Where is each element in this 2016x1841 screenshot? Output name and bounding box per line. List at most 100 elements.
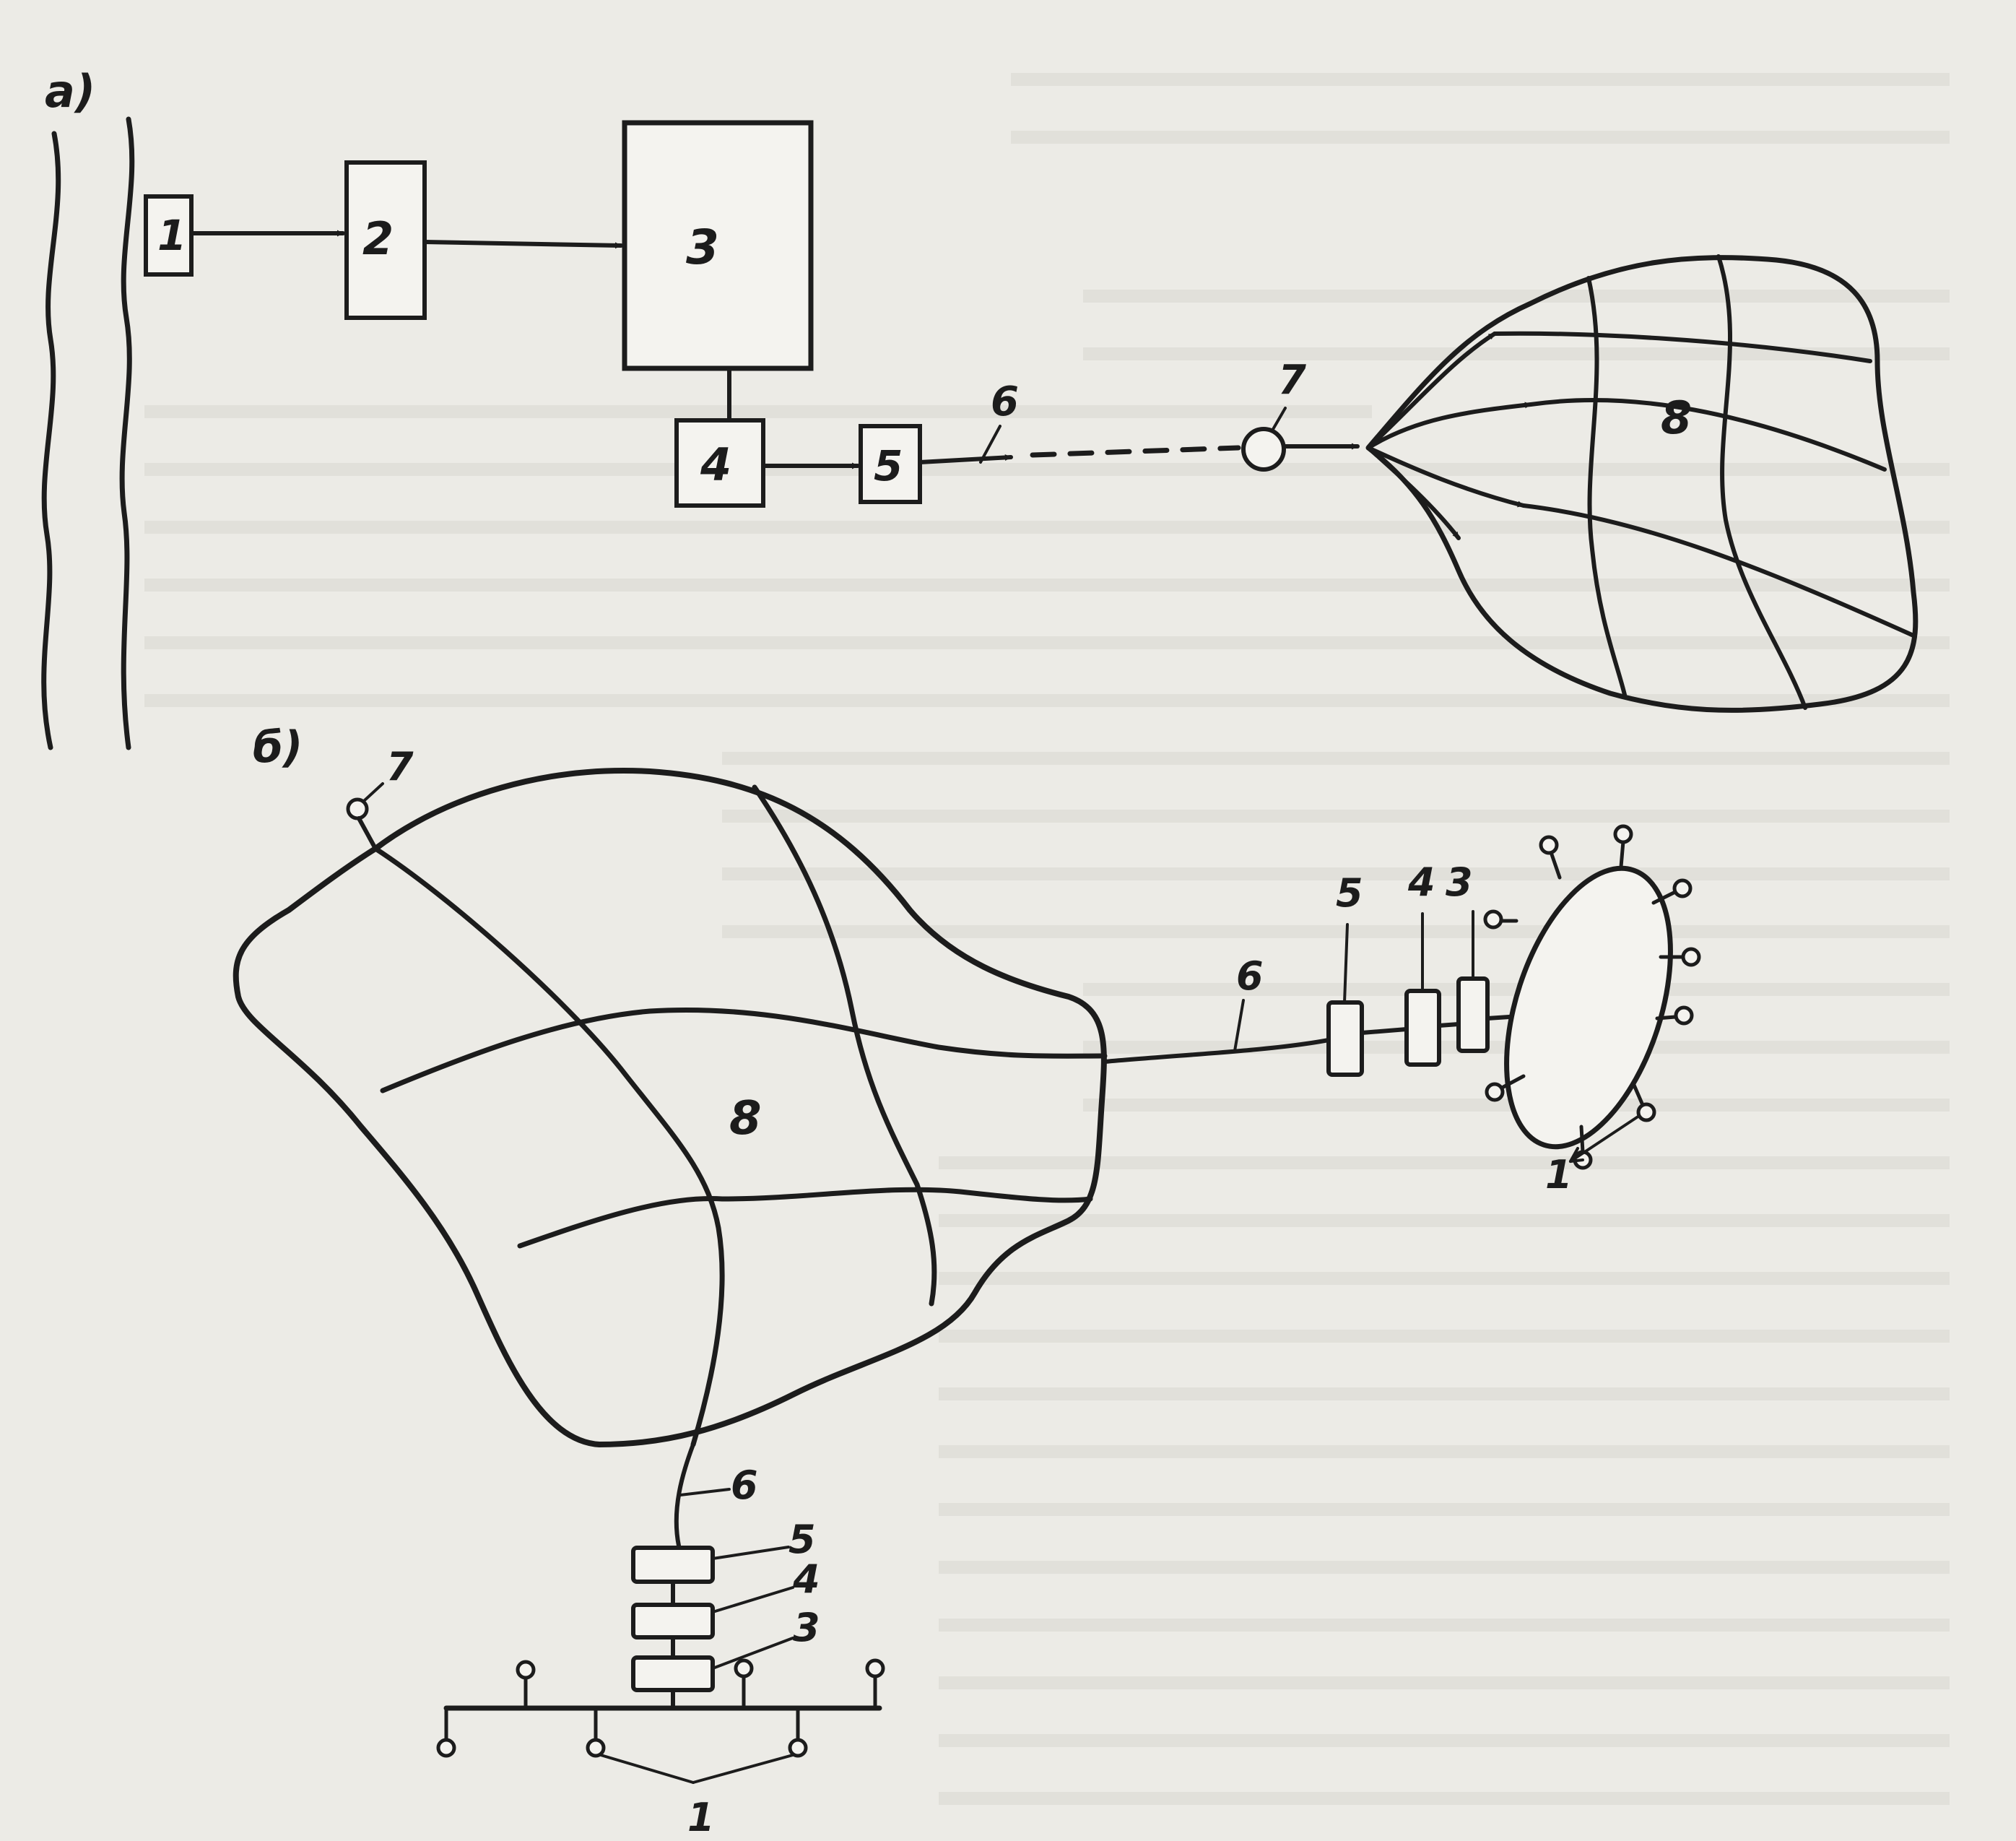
terminal-1 [436,1738,456,1758]
block-4 [674,418,765,508]
ring-spoke [1549,850,1562,880]
terminal-1 [1674,1005,1694,1026]
right-terminals-leader [1569,1114,1641,1163]
terminal-1 [788,1738,808,1758]
ring-node [1504,865,1673,1150]
right-link-3-ring [1485,1015,1511,1021]
network-8-a-outline [1365,255,1919,713]
right-block-3-label: 3 [1446,859,1473,905]
bottom-block-5 [631,1546,715,1584]
bottom-block-4-label: 4 [792,1556,820,1602]
right-link-5-4 [1360,1027,1409,1035]
terminal-7-b [346,797,369,820]
network-8-a-ray-2 [1366,402,1533,450]
terminal-1 [586,1738,606,1758]
terminal-1 [1681,947,1701,967]
network-8-b [233,768,1108,1447]
right-line-6 [1103,1038,1331,1064]
right-block-5-label: 5 [1336,870,1363,916]
bottom-terminals-leader [692,1754,794,1784]
ring-spoke [1631,1081,1645,1107]
ring-spoke [1651,890,1677,905]
terminal-1 [1485,1082,1505,1102]
terminal-1 [1672,878,1693,898]
block-1-label: 1 [157,211,186,260]
network-8-b-label: 8 [729,1092,762,1145]
terminal-1 [1613,824,1633,844]
network-8-a-grid-v1 [1586,276,1627,697]
bottom-terminals-leader [599,1754,695,1784]
terminal-7-b-link [357,816,378,851]
bottom-bus [436,1658,885,1784]
ring-spoke [1579,1125,1585,1154]
right-block-4 [1404,989,1441,1067]
network-8-a-grid-h2 [1529,398,1887,472]
network-8-b-grid-h2 [517,1187,1093,1249]
network-8-a-grid-h3 [1521,503,1916,638]
network-8-b-outline [233,768,1107,1447]
bottom-block-3-label: 3 [793,1605,820,1650]
bottom-line-6-label: 6 [731,1463,758,1508]
link-2-3 [422,240,623,249]
right-terminal-ring [1483,824,1701,1170]
panel-a: а) 1 2 3 4 5 6 7 [41,65,1919,750]
network-8-a-ray-4 [1366,446,1461,540]
block-2-label: 2 [362,212,394,265]
right-link-4-3 [1437,1022,1461,1028]
bottom-terminals-label: 1 [687,1795,715,1840]
line-6-label: 6 [991,378,1019,425]
right-block-3 [1456,976,1490,1053]
line-6-leader [979,425,1002,464]
network-8-b-grid-h1 [380,1007,1108,1093]
channel-6-dashed [1030,445,1241,458]
terminal-1 [516,1660,536,1680]
bottom-block-4-leader [711,1586,794,1613]
terminal-1 [1483,909,1503,930]
bottom-line-6 [674,1442,695,1548]
bottom-block-3 [631,1655,715,1692]
ring-spoke [1655,1015,1677,1021]
network-8-a-ray-1 [1366,332,1497,450]
terminal-1 [1636,1102,1656,1122]
bottom-block-3-leader [711,1637,794,1670]
right-block-5-leader [1343,923,1349,1004]
block-3 [622,120,814,371]
panel-b: б) 7 8 6 5 4 3 [233,722,1701,1840]
terminal-1 [1539,835,1559,855]
block-4-label: 4 [700,438,731,491]
right-terminals-label: 1 [1545,1152,1573,1197]
network-8-a-ray-3 [1366,446,1526,508]
bottom-block-5-leader [711,1546,790,1560]
ring-spoke [1619,839,1625,869]
source-boundary-outer [41,131,61,750]
network-8-b-grid-d2 [752,784,937,1307]
ring-spoke [1501,1074,1526,1089]
panel-b-label: б) [253,722,303,773]
network-8-a-grid-h1 [1493,331,1872,363]
terminal-7-b-label: 7 [386,744,414,789]
terminal-7-b-leader [363,782,384,802]
source-boundary-inner [119,116,135,750]
bottom-block-5-label: 5 [788,1517,816,1562]
network-8-a [1365,254,1919,713]
block-3-label: 3 [686,220,719,275]
terminal-1 [865,1658,885,1678]
terminal-7-label: 7 [1278,357,1306,404]
right-block-4-label: 4 [1407,859,1435,905]
network-8-a-label: 8 [1661,391,1692,444]
right-block-5 [1326,1000,1364,1077]
right-line-6-label: 6 [1236,953,1264,999]
link-5-channel [918,454,1013,464]
bottom-block-4 [631,1603,715,1639]
network-8-a-grid-v2 [1716,254,1807,710]
panel-a-label: а) [45,65,95,118]
block-5 [859,424,922,504]
background-text-lines [144,73,1950,1805]
bottom-line-6-leader [679,1488,731,1496]
block-5-label: 5 [874,441,903,490]
network-8-b-grid-d1 [373,846,725,1447]
right-line-6-leader [1233,999,1245,1052]
terminal-7-leader [1271,407,1287,432]
terminal-1 [734,1658,754,1678]
